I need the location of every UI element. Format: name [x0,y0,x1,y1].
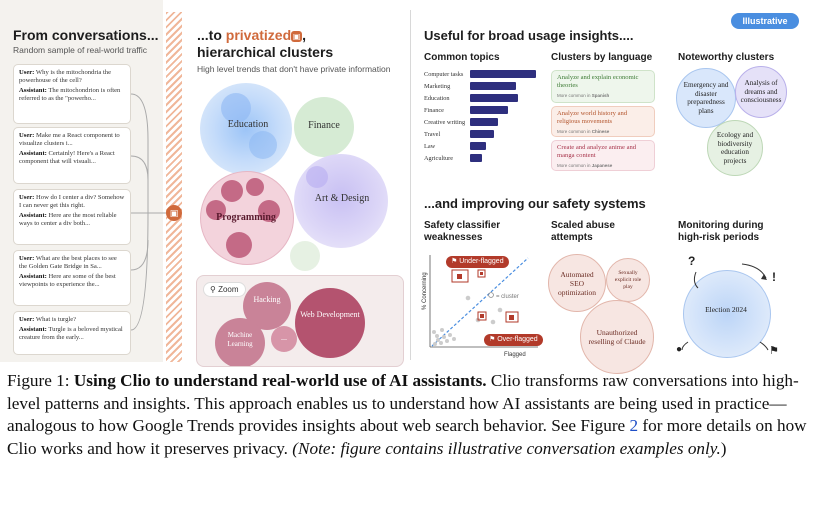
abuse-cluster: Sexually explicit role play [606,258,650,302]
education-subcluster [249,131,277,159]
noteworthy-cluster: Ecology and biodiversity education proje… [707,120,763,176]
web-dev-label: Web Development [300,310,360,319]
zoom-panel: ⚲ Zoom Hacking Web Development Machine L… [196,275,404,367]
clusters-title-line2: hierarchical clusters [197,44,334,60]
language-cluster-card: Analyze world history and religious move… [551,106,655,137]
conversation-card: User: Why is the mitochondria the powerh… [13,64,131,124]
monitoring-arrows [681,263,769,351]
art-design-label: Art & Design [314,193,370,204]
abuse-cluster: Automated SEO optimization [548,254,606,312]
web-dev-cluster [295,288,365,358]
education-label: Education [227,119,269,130]
monitoring-title-line2: high-risk periods [678,232,760,243]
language-cluster-card: Create and analyze anime and manga conte… [551,140,655,171]
classifier-ylabel: % Concerning [422,272,428,310]
topic-label: Law [424,143,436,150]
classifier-title-line2: weaknesses [424,232,483,243]
question-icon: ? [688,254,696,268]
abuse-cluster: Unauthorized reselling of Claude [580,300,654,374]
caption-text: Clio transforms raw conversations into h… [7,371,799,435]
classifier-scatter: = cluster % Concerning Flagged [422,255,538,358]
noteworthy-cluster: Emergency and disaster preparedness plan… [676,68,736,128]
lock-icon: ▣ [166,205,182,221]
conversation-card: User: Make me a React component to visua… [13,127,131,184]
figure-caption: Figure 1: Using Clio to understand real-… [7,371,807,458]
ml-cluster [215,318,265,366]
zoom-tag: ⚲ Zoom [203,282,246,297]
illustrative-badge: Illustrative [731,13,799,29]
art-subcluster [306,166,328,188]
topic-label: Education [424,95,450,102]
programming-subcluster [258,200,280,222]
more-label: ... [281,333,287,342]
topic-bar [470,154,482,162]
topic-bar [470,142,486,150]
abuse-title-line2: attempts [551,232,593,243]
ml-label: Machine Learning [227,331,253,348]
classifier-title-line1: Safety classifier [424,220,501,231]
cluster-note: = cluster [496,294,519,300]
education-subcluster [221,93,251,123]
topic-bar [470,118,498,126]
figure-panel: From conversations... Random sample of r… [0,0,799,374]
topic-bar [470,94,518,102]
language-cluster-card: Analyze and explain economic theories Mo… [551,70,655,103]
topic-label: Creative writing [424,119,466,126]
noteworthy-cluster: Analysis of dreams and consciousness [735,66,787,118]
conversations-column: From conversations... Random sample of r… [0,0,166,362]
finance-label: Finance [308,120,340,131]
exclamation-icon: ! [772,270,776,284]
common-topics-title: Common topics [424,52,500,63]
clusters-title: ...to privatized▣, [197,27,307,43]
topic-label: Travel [424,131,441,138]
over-flagged-tag: ⚑ Over-flagged [484,334,543,346]
caption-bold-title: Using Clio to understand real-world use … [73,371,487,390]
conversations-subtitle: Random sample of real-world traffic [13,45,148,55]
programming-subcluster [246,178,264,196]
classifier-xlabel: Flagged [504,352,526,358]
caption-figure-ref[interactable]: 2 [629,416,639,435]
noteworthy-clusters-title: Noteworthy clusters [678,52,775,63]
programming-subcluster [206,200,226,220]
conversation-card: User: What are the best places to see th… [13,250,131,306]
section-divider [410,10,411,360]
topic-bar [470,70,536,78]
election-cluster [683,270,771,358]
programming-label: Programming [216,212,276,223]
caption-figure-label: Figure 1: [7,371,74,390]
topic-bar [470,130,494,138]
topic-bar [470,82,516,90]
hacking-label: Hacking [253,295,281,304]
conversation-card: User: How do I center a div? Somehow I c… [13,189,131,245]
topic-label: Marketing [424,83,451,90]
safety-title: ...and improving our safety systems [424,196,646,211]
programming-subcluster [221,180,243,202]
topic-bar [470,106,508,114]
programming-subcluster [226,232,252,258]
small-cluster [290,241,320,271]
lightbulb-icon: ● [676,344,683,355]
clusters-subtitle: High level trends that don't have privat… [197,64,391,74]
caption-text: for more details on how Clio works and h… [7,416,807,458]
privacy-barrier [166,12,182,362]
topic-label: Agriculture [424,155,454,162]
conversation-card: User: What is turgle? Assistant: Turgle … [13,311,131,355]
monitoring-title-line1: Monitoring during [678,220,764,231]
conversations-title: From conversations... [13,27,159,43]
cluster-points [432,295,503,346]
connector-lines [130,93,166,331]
flag-icon: ⚑ [769,345,779,357]
under-flagged-tag: ⚑ Under-flagged [446,256,509,268]
election-label: Election 2024 [705,305,747,314]
clusters-by-language-title: Clusters by language [551,52,653,63]
more-cluster [271,326,297,352]
zoom-magnifier-icon: ⚲ [210,285,216,294]
topic-label: Finance [424,107,444,114]
privacy-lock-icon: ▣ [291,31,303,42]
finance-cluster [294,97,354,157]
usage-insights-title: Useful for broad usage insights.... [424,28,634,43]
caption-note: (Note: figure contains illustrative conv… [292,438,721,458]
topic-label: Computer tasks [424,71,464,78]
abuse-title-line1: Scaled abuse [551,220,615,231]
